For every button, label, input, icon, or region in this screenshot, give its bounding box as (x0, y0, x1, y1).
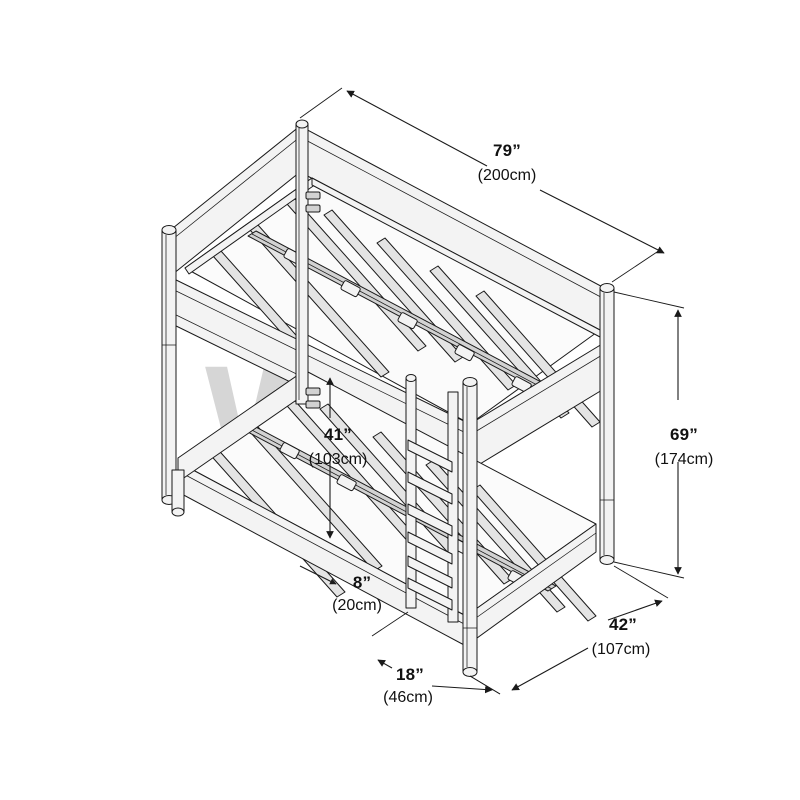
post-connector-hardware (305, 191, 321, 409)
post-rear-left (295, 119, 309, 405)
bed-posts (161, 119, 615, 677)
dimension-bunk-clearance-imperial: 41” (324, 425, 352, 444)
dimension-overall-length-metric: (200cm) (478, 167, 537, 184)
dimension-lower-deck-height: 8” (20cm) (299, 565, 382, 614)
dimension-overall-length-imperial: 79” (493, 141, 521, 160)
dimension-overall-length: 79” (200cm) (299, 87, 665, 283)
post-lower-left-foot (171, 469, 185, 517)
dimension-bunk-clearance: 41” (103cm) (309, 377, 368, 539)
bunk-bed-illustration (161, 119, 615, 677)
dimension-overall-width-metric: (107cm) (592, 641, 651, 658)
dimension-ladder-offset-metric: (46cm) (383, 689, 433, 706)
dimension-lower-deck-height-imperial: 8” (353, 573, 371, 592)
dimension-lower-deck-height-metric: (20cm) (332, 597, 382, 614)
upper-bunk-deck (184, 177, 601, 428)
dimension-overall-width: 42” (107cm) (469, 565, 669, 695)
post-rear-right (599, 283, 615, 565)
ladder-rungs (407, 439, 453, 611)
dimension-overall-width-imperial: 42” (609, 615, 637, 634)
post-front-right (462, 377, 478, 677)
dimension-bunk-clearance-metric: (103cm) (309, 451, 368, 468)
post-front-left (161, 225, 177, 505)
dimension-overall-height-metric: (174cm) (655, 451, 714, 468)
dimension-overall-height-imperial: 69” (670, 425, 698, 444)
dimension-ladder-offset-imperial: 18” (396, 665, 424, 684)
dimension-ladder-offset: 18” (46cm) (371, 611, 501, 706)
ladder (405, 374, 459, 623)
lower-bunk-deck (177, 371, 597, 622)
dimension-overall-height: 69” (174cm) (613, 291, 714, 579)
